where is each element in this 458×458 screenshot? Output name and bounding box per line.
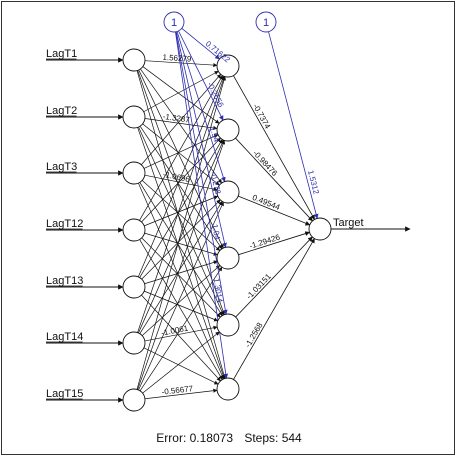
bias-node-0	[163, 11, 185, 33]
input-label-1: LagT2	[46, 105, 77, 117]
edge-input-2-hidden-2	[144, 174, 218, 192]
edge-input-2-hidden-5	[138, 182, 225, 380]
edge-input-5-hidden-0	[137, 76, 226, 333]
input-node-6	[122, 388, 146, 412]
edge-hidden-2-output	[238, 195, 311, 226]
edge-input-0-hidden-2	[140, 68, 222, 184]
training-summary: Error: 0.18073 Steps: 544	[0, 431, 458, 445]
weight-label-hidden-5-output: -1.2568	[243, 321, 265, 349]
edge-input-3-hidden-5	[139, 239, 223, 380]
edge-bias-output	[268, 31, 319, 219]
edge-input-3-hidden-3	[144, 232, 218, 256]
edge-input-1-hidden-4	[138, 126, 224, 316]
input-label-6: LagT15	[46, 388, 83, 400]
hidden-layer	[216, 54, 240, 401]
output-label: Target	[333, 217, 364, 229]
edge-input-4-hidden-4	[144, 290, 219, 322]
input-label-2: LagT3	[46, 161, 77, 173]
input-label-0: LagT1	[46, 48, 77, 60]
weight-label-hidden-3-output: -1.29426	[248, 233, 281, 251]
edge-bias-hidden-4	[175, 31, 228, 315]
edge-input-5-hidden-4	[144, 325, 218, 342]
edge-input-4-hidden-2	[141, 199, 221, 280]
hidden-node-0	[216, 54, 240, 78]
input-label-3: LagT12	[46, 218, 83, 230]
edge-input-3-hidden-0	[139, 75, 223, 221]
edge-bias-hidden-2	[176, 31, 226, 182]
weight-label-hidden-1-output: -0.98476	[251, 149, 279, 179]
edge-input-4-hidden-0	[137, 75, 225, 278]
hidden-output-edges	[233, 75, 315, 380]
edge-input-1-hidden-5	[137, 127, 226, 380]
hidden-node-5	[216, 377, 240, 401]
edge-bias-hidden-3	[175, 31, 227, 248]
weight-label-input-2-hidden-2: -1.0696	[162, 170, 191, 184]
edge-input-1-hidden-1	[144, 118, 218, 131]
hidden-node-2	[216, 180, 240, 204]
edge-input-2-hidden-1	[143, 134, 219, 169]
input-node-0	[122, 48, 146, 72]
edge-input-6-hidden-1	[137, 139, 226, 390]
weight-label-hidden-4-output: -1.03151	[245, 272, 274, 301]
output-node	[308, 217, 332, 241]
input-node-5	[122, 331, 146, 355]
bias-node-1	[255, 11, 277, 33]
weight-label-input-0-hidden-0: 1.56279	[162, 53, 192, 64]
error-text: Error: 0.18073	[156, 431, 233, 445]
edge-input-2-hidden-4	[139, 182, 223, 317]
input-node-1	[122, 105, 146, 129]
input-label-4: LagT13	[46, 275, 83, 287]
edge-input-6-hidden-4	[142, 331, 220, 394]
edge-input-1-hidden-2	[142, 123, 220, 186]
edge-input-1-hidden-0	[143, 70, 219, 113]
edge-input-6-hidden-0	[136, 76, 227, 390]
edge-hidden-3-output	[238, 231, 310, 256]
edge-input-5-hidden-2	[139, 200, 223, 334]
input-node-2	[122, 161, 146, 185]
edge-hidden-1-output	[235, 137, 313, 222]
edge-input-0-hidden-1	[142, 66, 220, 124]
hidden-node-4	[216, 313, 240, 337]
input-label-5: LagT14	[46, 331, 83, 343]
bias-node-label-1: 1	[263, 17, 269, 29]
input-hidden-edges	[136, 60, 227, 400]
bias-node-label-0: 1	[171, 17, 177, 29]
hidden-node-3	[216, 246, 240, 270]
edge-input-0-hidden-5	[136, 70, 226, 379]
hidden-node-1	[216, 118, 240, 142]
edge-input-6-hidden-3	[139, 266, 223, 392]
edge-hidden-4-output	[235, 236, 313, 318]
weight-label-bias-hidden-4: 1.04	[210, 223, 222, 240]
edge-input-1-hidden-3	[139, 125, 223, 250]
edge-input-4-hidden-1	[139, 139, 223, 278]
edge-input-6-hidden-5	[144, 388, 218, 400]
weight-label-input-1-hidden-1: -1.3287	[162, 112, 191, 125]
output-layer: Target	[308, 217, 411, 241]
edge-input-5-hidden-1	[138, 139, 224, 334]
weight-label-hidden-2-output: 0.49544	[251, 193, 282, 212]
edge-input-4-hidden-5	[141, 294, 221, 382]
weight-label-input-6-hidden-5: -0.56677	[161, 384, 194, 397]
edge-input-4-hidden-3	[144, 260, 218, 285]
edge-hidden-5-output	[233, 238, 315, 380]
edge-bias-hidden-0	[181, 28, 220, 60]
edge-input-3-hidden-4	[141, 237, 221, 318]
edge-bias-hidden-1	[178, 30, 224, 121]
edge-input-3-hidden-1	[141, 137, 221, 223]
steps-text: Steps: 544	[244, 431, 302, 445]
edge-input-5-hidden-5	[143, 347, 219, 385]
input-node-4	[122, 275, 146, 299]
edge-hidden-0-output	[233, 75, 315, 220]
input-node-3	[122, 218, 146, 242]
weight-label-bias-hidden-5: 1.3014	[212, 278, 225, 304]
edge-input-6-hidden-2	[138, 201, 224, 391]
